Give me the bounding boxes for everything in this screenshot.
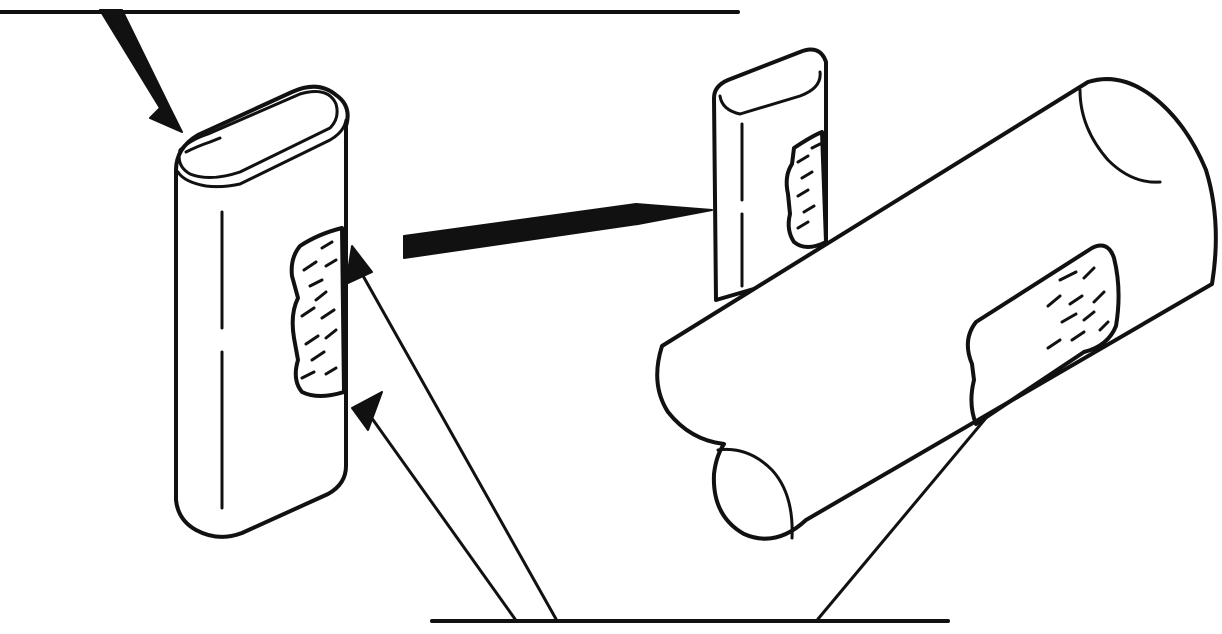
pad-top-chip	[184, 136, 222, 154]
top-callout-arrow	[99, 9, 183, 133]
leader-line-lower-wear	[364, 408, 517, 621]
transition-arrow	[403, 203, 713, 259]
pad-right-wear-scratches	[796, 142, 822, 230]
worn-pad-right	[712, 47, 828, 302]
leader-line-upper-wear	[360, 272, 558, 621]
lower-wear-arrowhead	[351, 391, 383, 431]
top-callout	[0, 9, 740, 133]
bore-contact-scratches	[1046, 266, 1110, 350]
bore-body	[655, 77, 1218, 541]
bore-end-upper	[1078, 88, 1162, 184]
bore-cylinder	[655, 77, 1218, 541]
upper-wear-arrowhead	[345, 245, 373, 285]
pad-wear-scratches	[300, 240, 338, 380]
bore-end-lower	[716, 447, 794, 540]
pad-top-face	[177, 90, 339, 179]
pad-wear-patch	[289, 226, 346, 398]
pad-right-body	[712, 47, 828, 302]
pad-right-top-edge	[718, 70, 822, 116]
worn-pad-left	[174, 84, 350, 539]
bore-contact-patch	[965, 243, 1121, 426]
pad-top-edge	[176, 118, 348, 189]
pad-right-wear-patch	[784, 130, 828, 249]
pad-body	[174, 84, 350, 539]
